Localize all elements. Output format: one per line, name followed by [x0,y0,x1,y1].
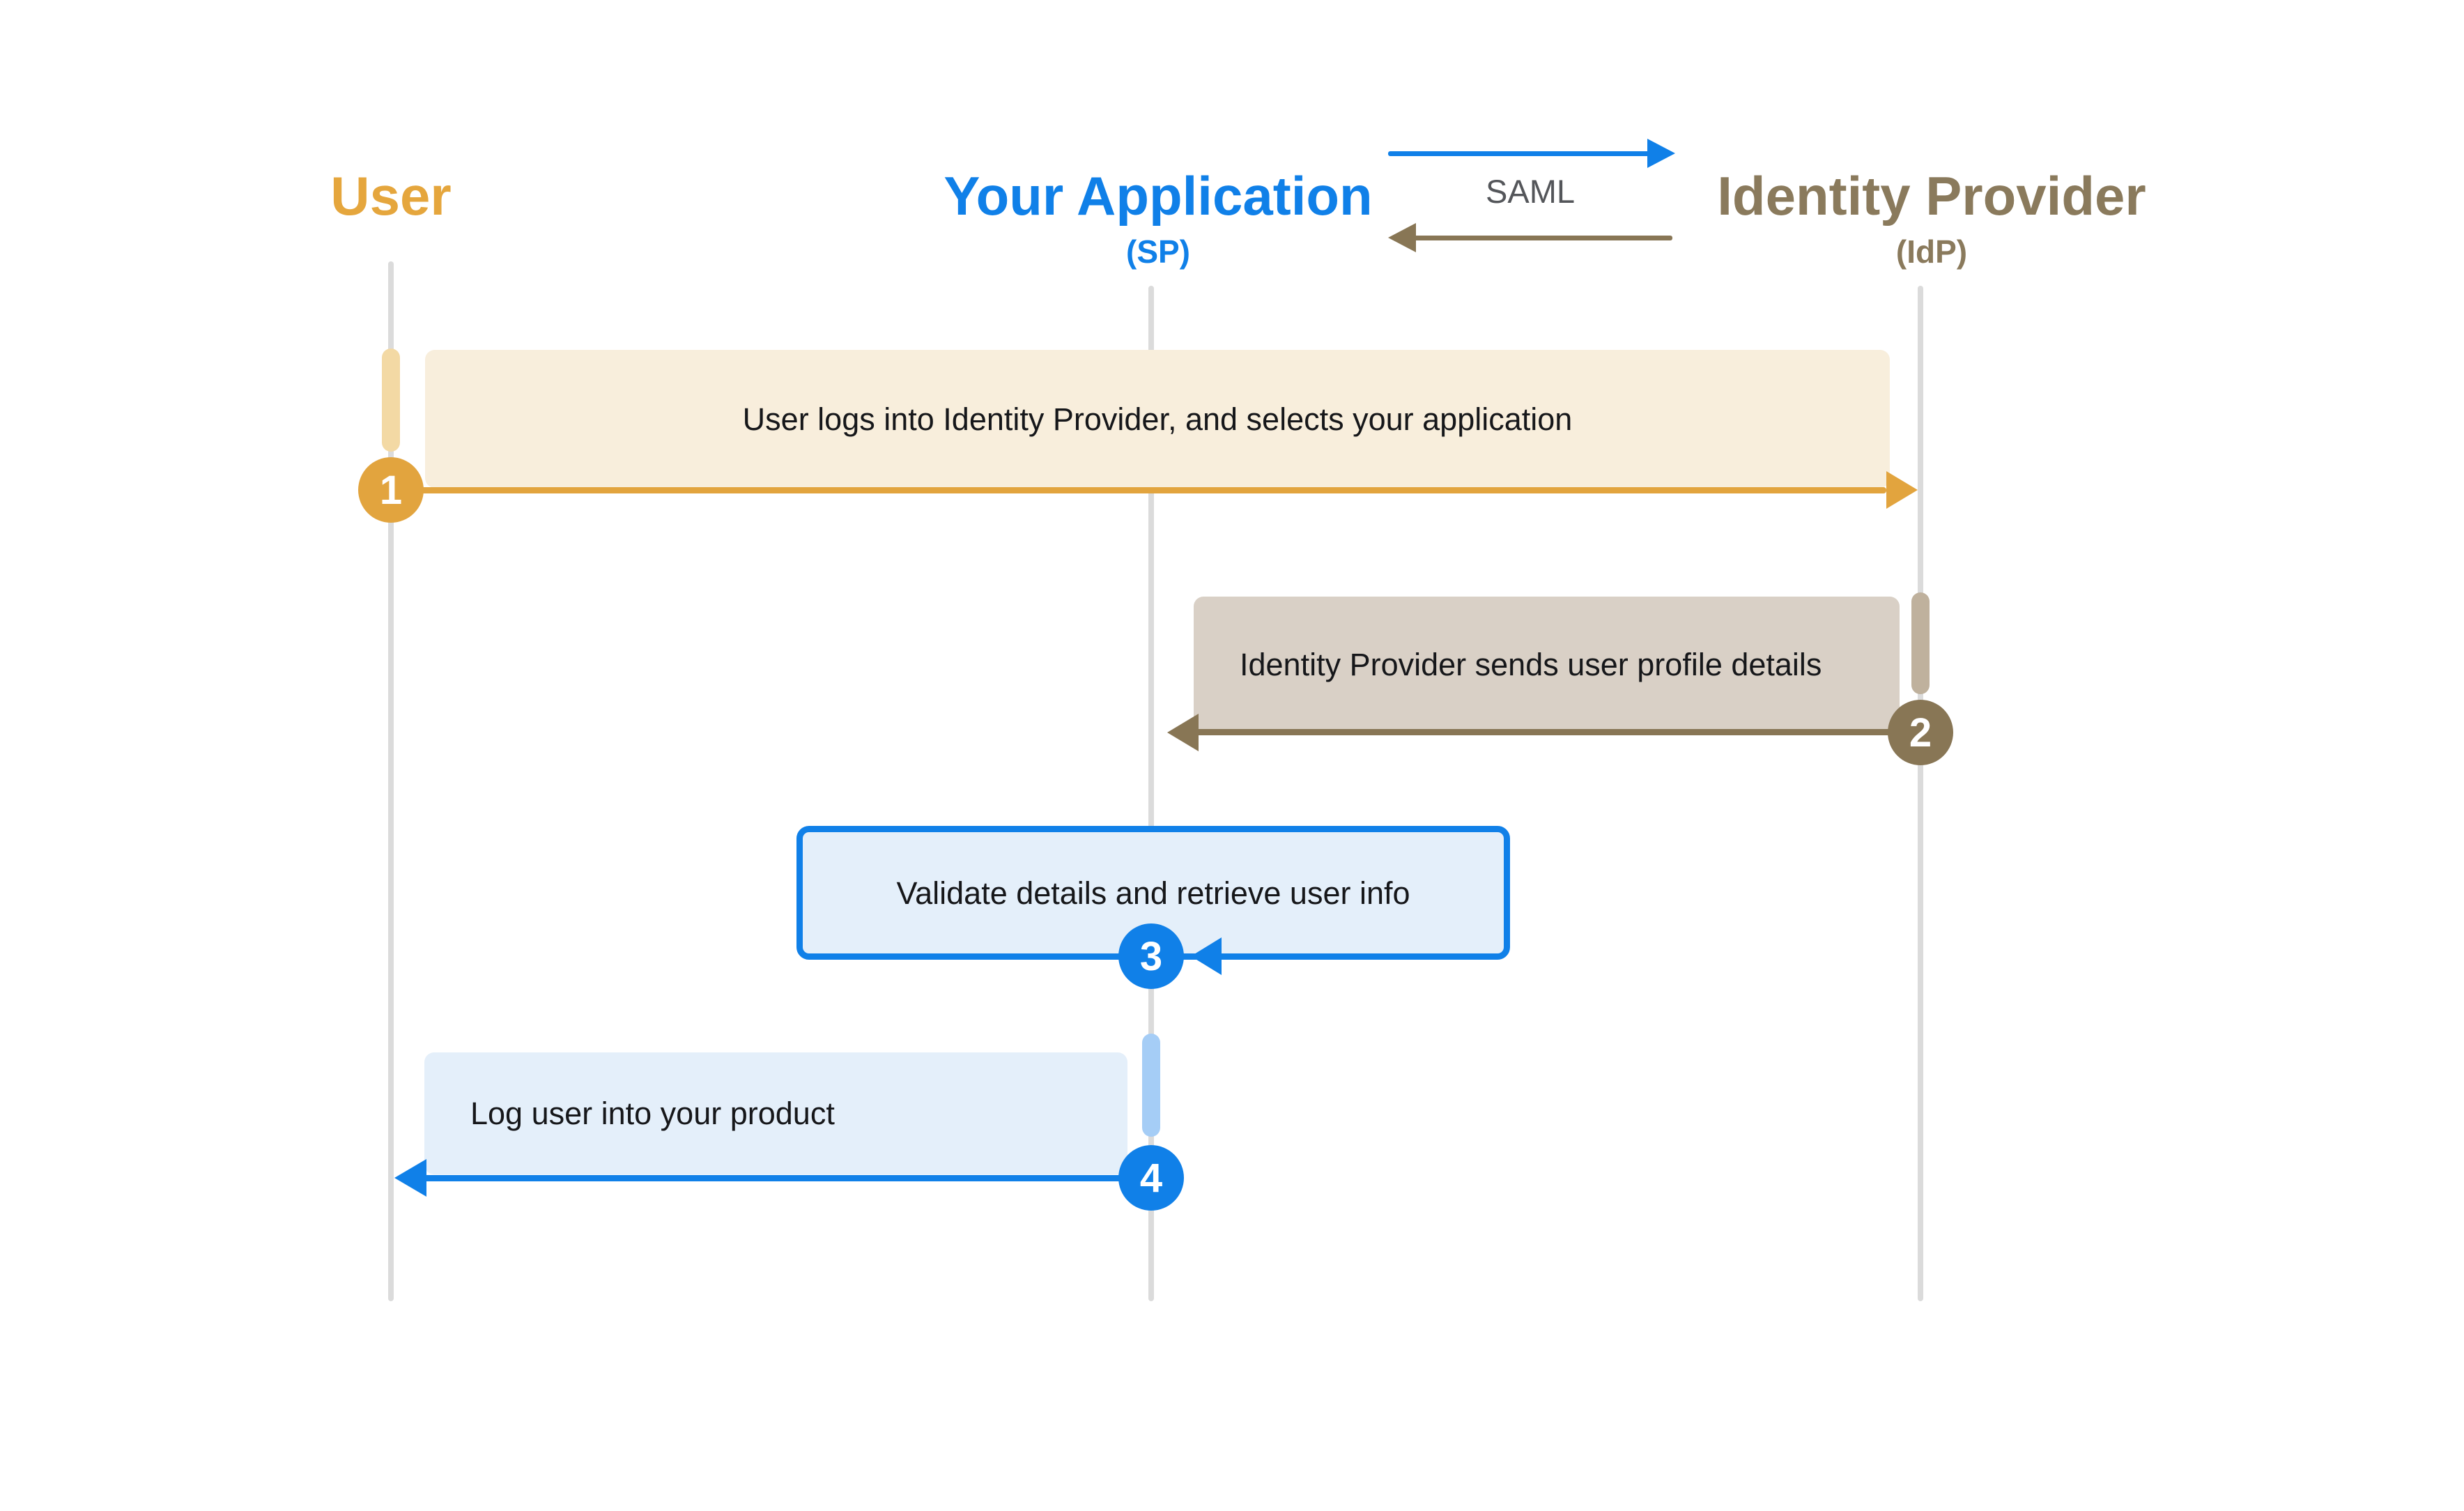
step-4-message-text: Log user into your product [470,1096,835,1131]
step-4-arrow-line [422,1175,1151,1181]
step-2-message-text: Identity Provider sends user profile det… [1240,647,1822,682]
user-activation-bar [382,348,400,452]
arrow-right-icon [1647,139,1675,168]
step-1-message-text: User logs into Identity Provider, and se… [742,401,1573,437]
arrowhead-left-icon [394,1159,426,1197]
step-1-badge: 1 [358,457,424,523]
arrowhead-left-icon [1167,714,1199,751]
saml-protocol-label: SAML [1486,173,1575,210]
step-3-number: 3 [1139,933,1163,979]
step-2-badge: 2 [1888,700,1953,765]
participant-app-label: Your Application [944,165,1373,227]
step-1-message-box: User logs into Identity Provider, and se… [425,350,1890,488]
user-lifeline [388,261,394,1301]
idp-lifeline [1918,286,1923,1301]
step-1-arrow-line [391,487,1886,493]
participant-idp-label: Identity Provider [1717,165,2146,227]
step-2-message-box: Identity Provider sends user profile det… [1194,597,1900,733]
step-4-number: 4 [1139,1155,1163,1201]
app-activation-bar [1142,1034,1160,1137]
arrow-left-icon [1388,223,1416,252]
app-lifeline [1148,286,1154,1301]
participant-idp-sublabel: (IdP) [1895,233,1968,270]
participant-app-sublabel: (SP) [1126,233,1190,270]
step-4-badge: 4 [1118,1145,1184,1211]
step-1-number: 1 [379,467,403,513]
step-3-message-text: Validate details and retrieve user info [896,875,1410,911]
step-4-message-box: Log user into your product [424,1052,1127,1174]
step-3-badge: 3 [1118,923,1184,989]
saml-request-arrow-line [1388,151,1650,156]
arrowhead-left-icon [1191,937,1222,975]
participant-user-label: User [330,165,452,227]
step-2-arrow-line [1182,729,1920,735]
arrowhead-right-icon [1886,471,1918,509]
idp-activation-bar [1911,592,1930,694]
saml-response-arrow-line [1413,236,1672,240]
step-2-number: 2 [1909,710,1932,756]
